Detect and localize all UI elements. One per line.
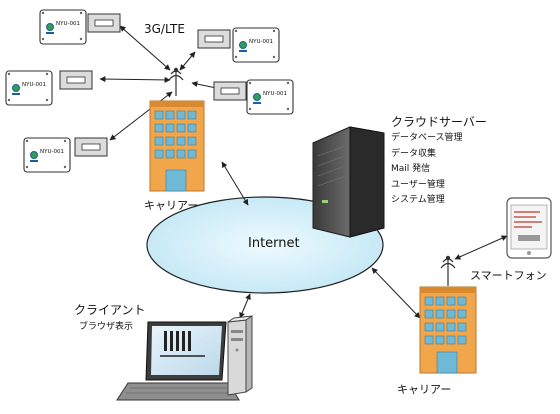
client-computer-icon: [116, 315, 253, 401]
device-logo-icon: [239, 41, 247, 49]
arrow-device-4: [179, 51, 196, 71]
antenna-icon: [168, 67, 184, 96]
carrier-right-label: キャリアー: [397, 383, 452, 396]
cloud-server-services: データベース管理 データ収集 Mail 発信 ユーザー管理 システム管理: [391, 131, 541, 209]
device-label: NYU-001: [22, 82, 46, 88]
device-bracket-icon: [87, 13, 121, 33]
iot-device-unit: NYU-001: [232, 27, 280, 63]
client-subtitle: ブラウザ表示: [79, 322, 134, 332]
service-item: システム管理: [391, 195, 445, 205]
cloud-server-icon: [312, 126, 385, 238]
connection-arrows: [99, 25, 508, 319]
service-item: ユーザー管理: [391, 179, 445, 190]
service-item: Mail 発信: [391, 164, 431, 174]
device-bracket-icon: [59, 70, 93, 90]
device-label: NYU-001: [40, 149, 64, 155]
smartphone-icon: [506, 197, 552, 259]
arrow-device-3: [109, 91, 173, 141]
internet-label: Internet: [248, 236, 300, 251]
device-bracket-icon: [213, 81, 247, 101]
device-logo-icon: [12, 84, 20, 92]
device-logo-icon: [30, 151, 38, 159]
device-logo-icon: [46, 23, 54, 31]
arrow-phone: [454, 235, 508, 260]
service-item: データ収集: [391, 148, 437, 159]
device-logo-icon: [253, 93, 261, 101]
carrier-building-right: [419, 286, 477, 374]
device-bracket-icon: [74, 137, 108, 157]
device-label: NYU-001: [249, 39, 273, 45]
antenna-icon-right: [440, 255, 456, 286]
iot-device-unit: NYU-001: [5, 70, 53, 106]
cell-network-label: 3G/LTE: [144, 22, 185, 36]
iot-device-unit: NYU-001: [39, 9, 87, 45]
arrow-carrier-internet: [221, 161, 249, 206]
carrier-building-left: [149, 100, 205, 192]
arrow-internet-carrier: [371, 267, 421, 319]
client-title: クライアント: [74, 303, 146, 317]
iot-device-unit: NYU-001: [23, 137, 71, 173]
device-label: NYU-001: [56, 21, 80, 27]
service-item: データベース管理: [391, 133, 463, 143]
smartphone-label: スマートフォン: [470, 269, 547, 282]
iot-device-unit: NYU-001: [246, 79, 294, 115]
device-bracket-icon: [197, 29, 231, 49]
cloud-server-title: クラウドサーバー: [391, 115, 487, 129]
device-label: NYU-001: [263, 91, 287, 97]
carrier-left-label: キャリアー: [144, 199, 199, 212]
arrow-device-2: [99, 76, 171, 83]
arrow-internet-client: [239, 293, 251, 319]
arrow-device-1: [119, 25, 171, 71]
